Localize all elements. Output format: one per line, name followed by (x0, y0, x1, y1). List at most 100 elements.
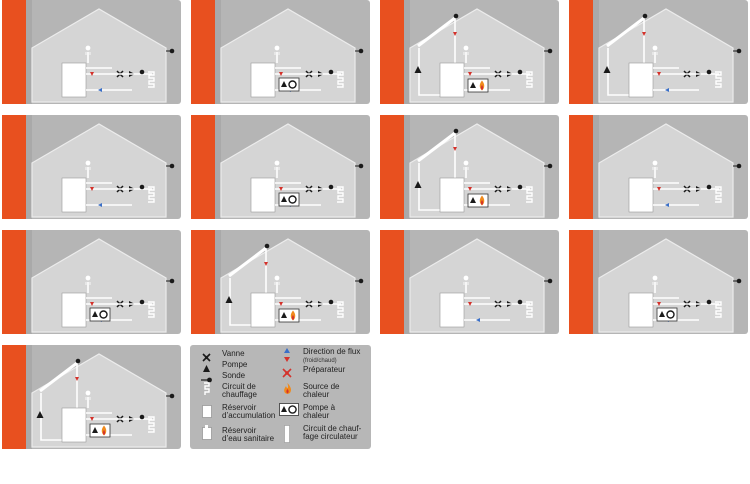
heat-source-icon (283, 382, 292, 400)
heating-circuit-icon (715, 301, 722, 318)
solar-collector (606, 16, 645, 48)
scheme-panel-1 (2, 0, 181, 104)
sensor-icon (328, 299, 334, 305)
sensor-icon (169, 48, 175, 54)
heating-circuit-icon (148, 71, 155, 88)
legend-sublabel-flow-direction: (froid/chaud) (303, 358, 337, 364)
sensor-icon (736, 163, 742, 169)
pump-icon (414, 66, 422, 73)
accent-stripe (2, 230, 28, 334)
storage-tank (61, 177, 87, 213)
accent-stripe (2, 345, 28, 449)
solar-collector (417, 16, 456, 48)
pipe-line (418, 48, 444, 96)
storage-tank (250, 177, 276, 213)
sensor-icon (264, 243, 270, 249)
storage-tank (628, 62, 654, 98)
sensor-icon (169, 278, 175, 284)
pump-icon (414, 181, 422, 188)
sensor-icon (358, 163, 364, 169)
sensor-icon (453, 128, 459, 134)
solar-collector (39, 361, 78, 393)
flow-hot-marker (279, 187, 283, 191)
flow-hot-marker (279, 302, 283, 306)
legend-label-circulator-circuit: Circuit de chauf- fage circulateur (303, 424, 362, 441)
legend-panel: Vanne Pompe Sonde Circuit de chauffage R… (190, 345, 371, 449)
scheme-panel-8 (569, 115, 748, 219)
heating-circuit-icon (337, 186, 344, 203)
accent-stripe (380, 0, 406, 104)
accent-stripe (2, 115, 28, 219)
heating-circuit-icon (203, 382, 211, 401)
legend-label-heating-circuit: Circuit de chauffage (222, 382, 257, 399)
sensor-icon (736, 278, 742, 284)
accent-stripe (569, 230, 595, 334)
sensor-icon (139, 69, 145, 75)
solar-collector (417, 131, 456, 163)
scheme-panel-7 (380, 115, 559, 219)
flow-cold-marker (98, 88, 102, 92)
valve-icon (202, 349, 211, 367)
flow-hot-marker (279, 72, 283, 76)
legend-label-accumulation-tank: Réservoir d’accumulation (222, 403, 276, 420)
legend-label-heat-source: Source de chaleur (303, 382, 340, 399)
sensor-icon (358, 48, 364, 54)
sensor-icon (706, 184, 712, 190)
accent-stripe (380, 115, 406, 219)
heating-circuit-icon (148, 416, 155, 433)
scheme-panel-13 (2, 345, 181, 449)
heating-circuit-icon (337, 71, 344, 88)
sensor-icon (706, 299, 712, 305)
heat-pump-icon (278, 192, 300, 207)
sensor-icon (706, 69, 712, 75)
accent-stripe (569, 115, 595, 219)
heat-pump-icon (656, 307, 678, 322)
scheme-panel-12 (569, 230, 748, 334)
storage-tank (628, 292, 654, 328)
storage-tank (628, 177, 654, 213)
flow-cold-marker (665, 88, 669, 92)
accent-stripe (191, 230, 217, 334)
heat-pump-icon (279, 403, 299, 421)
heating-circuit-icon (148, 186, 155, 203)
sensor-icon (139, 414, 145, 420)
flow-hot-marker (453, 147, 457, 151)
sensor-icon (642, 13, 648, 19)
flow-direction-icon (283, 348, 291, 367)
flow-hot-marker (90, 417, 94, 421)
sensor-icon (328, 184, 334, 190)
pipe-line (40, 393, 66, 441)
sensor-icon (358, 278, 364, 284)
sensor-icon (517, 69, 523, 75)
flow-hot-marker (453, 32, 457, 36)
storage-tank (439, 292, 465, 328)
hot-water-tank-icon (202, 425, 212, 445)
pipe-line (229, 278, 255, 326)
heating-circuit-icon (526, 186, 533, 203)
flow-hot-marker (468, 302, 472, 306)
flow-cold-marker (665, 203, 669, 207)
pump-icon (202, 360, 211, 378)
storage-tank (61, 407, 87, 443)
flow-hot-marker (90, 302, 94, 306)
pump-icon (225, 296, 233, 303)
pipe-line (418, 163, 444, 211)
heating-circuit-icon (715, 71, 722, 88)
heat-source-icon (278, 308, 300, 323)
heat-pump-icon (278, 77, 300, 92)
pump-icon (603, 66, 611, 73)
heating-circuit-icon (526, 71, 533, 88)
scheme-panel-3 (380, 0, 559, 104)
accent-stripe (2, 0, 28, 104)
sensor-icon (139, 184, 145, 190)
flow-hot-marker (264, 262, 268, 266)
flow-cold-marker (476, 318, 480, 322)
sensor-icon (169, 163, 175, 169)
accent-stripe (380, 230, 406, 334)
sensor-icon (139, 299, 145, 305)
heating-circuit-icon (526, 301, 533, 318)
sensor-icon (75, 358, 81, 364)
storage-tank (439, 177, 465, 213)
scheme-panel-11 (380, 230, 559, 334)
